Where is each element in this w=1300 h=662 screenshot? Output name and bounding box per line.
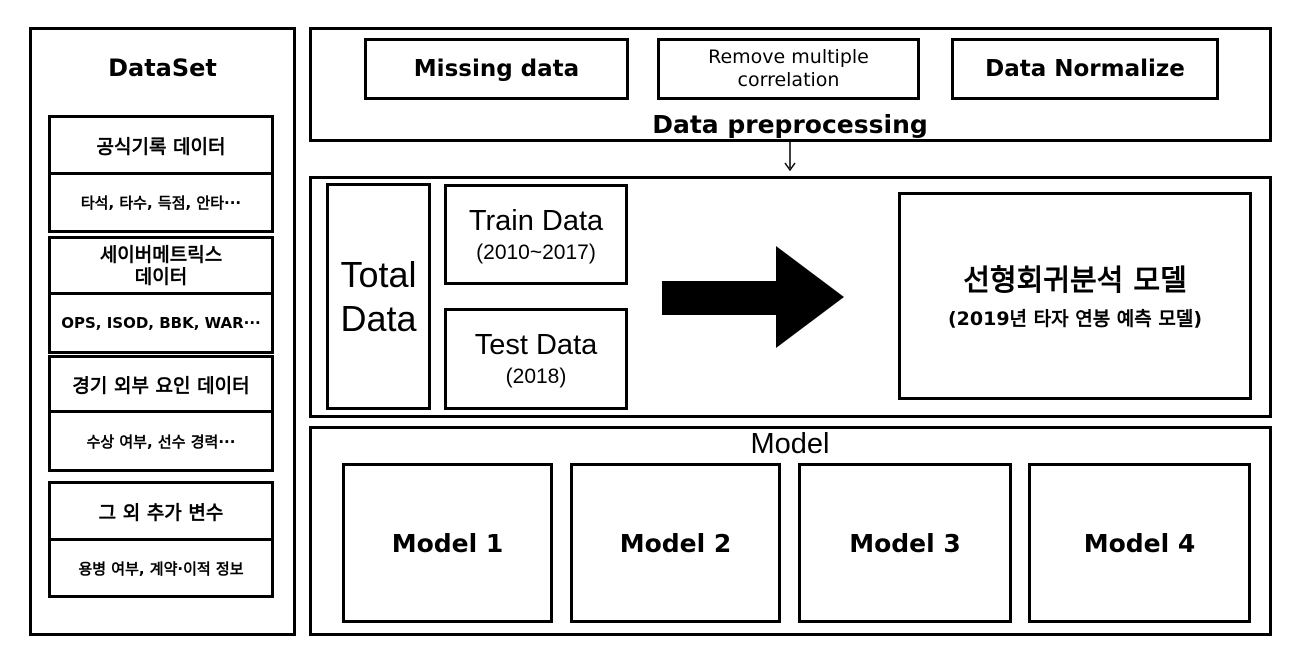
model-label: Model 1 [391, 528, 504, 558]
dataset-group-additional-variables: 그 외 추가 변수 [48, 481, 274, 541]
model-label: Model 3 [849, 528, 961, 558]
model-3-box: Model 3 [798, 463, 1012, 623]
model-2-box: Model 2 [570, 463, 781, 623]
down-arrow-icon [784, 142, 796, 172]
train-data-box: Train Data (2010~2017) [444, 184, 628, 285]
model-4-box: Model 4 [1028, 463, 1251, 623]
dataset-group-official-records: 공식기록 데이터 [48, 115, 274, 175]
group-examples: 수상 여부, 선수 경력··· [86, 432, 236, 451]
preprocessing-step-missing-data: Missing data [364, 38, 629, 100]
step-label-line2: correlation [737, 69, 840, 91]
total-line1: Total [340, 253, 417, 295]
model-1-box: Model 1 [342, 463, 553, 623]
regression-subtitle: (2019년 타자 연봉 예측 모델) [947, 308, 1203, 330]
step-label-line1: Remove multiple [708, 46, 869, 68]
model-label: Model 4 [1083, 528, 1196, 558]
regression-title: 선형회귀분석 모델 [963, 263, 1187, 297]
dataset-group-official-records-examples: 타석, 타수, 득점, 안타··· [48, 172, 274, 233]
model-label: Model 2 [619, 528, 732, 558]
preprocessing-step-remove-correlation: Remove multiple correlation [657, 38, 920, 100]
total-data-box: Total Data [326, 183, 431, 410]
dataset-group-additional-variables-examples: 용병 여부, 계약·이적 정보 [48, 538, 274, 598]
group-label-line1: 세이버메트릭스 [99, 243, 223, 266]
group-label-line2: 데이터 [134, 265, 188, 288]
group-examples: 타석, 타수, 득점, 안타··· [80, 194, 242, 212]
dataset-title: DataSet [108, 54, 217, 82]
preprocessing-step-data-normalize: Data Normalize [951, 38, 1219, 100]
regression-model-box: 선형회귀분석 모델 (2019년 타자 연봉 예측 모델) [898, 192, 1252, 400]
dataset-group-sabermetrics: 세이버메트릭스 데이터 [48, 236, 274, 295]
group-label: 그 외 추가 변수 [98, 501, 224, 524]
step-label: Missing data [413, 56, 580, 82]
train-years: (2010~2017) [476, 240, 596, 264]
group-label: 경기 외부 요인 데이터 [72, 374, 250, 397]
models-label: Model [750, 427, 830, 460]
dataset-group-sabermetrics-examples: OPS, ISOD, BBK, WAR··· [48, 292, 274, 354]
right-arrow-icon [662, 246, 844, 348]
step-label: Data Normalize [985, 56, 1185, 82]
test-title: Test Data [474, 329, 598, 361]
dataset-group-external-factors-examples: 수상 여부, 선수 경력··· [48, 410, 274, 472]
total-line2: Data [340, 297, 417, 339]
train-title: Train Data [468, 204, 604, 237]
group-examples: 용병 여부, 계약·이적 정보 [78, 559, 244, 578]
preprocessing-label: Data preprocessing [652, 109, 928, 139]
test-years: (2018) [505, 365, 567, 388]
test-data-box: Test Data (2018) [444, 308, 628, 410]
dataset-group-external-factors: 경기 외부 요인 데이터 [48, 355, 274, 413]
group-label: 공식기록 데이터 [96, 135, 226, 158]
group-examples: OPS, ISOD, BBK, WAR··· [61, 314, 261, 332]
